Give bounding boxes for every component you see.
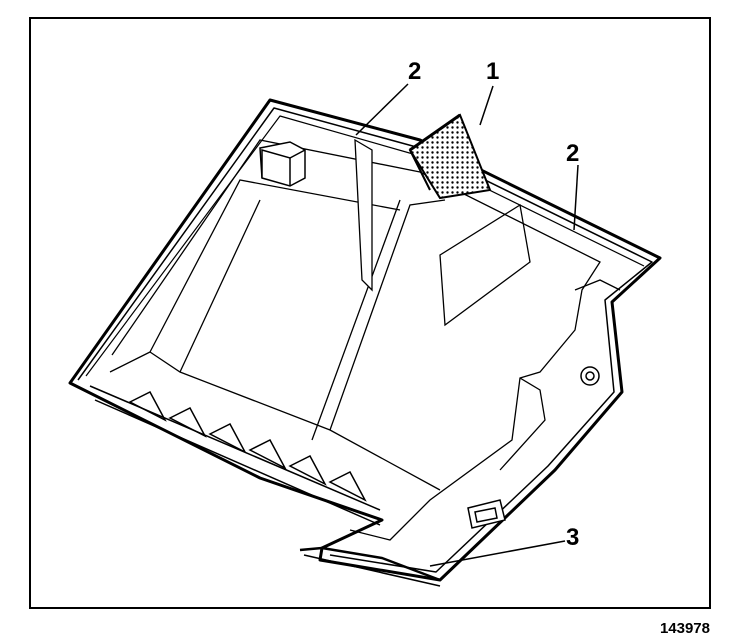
tray-rim bbox=[68, 98, 662, 587]
callout-3: 3 bbox=[566, 524, 580, 551]
figure-number: 143978 bbox=[659, 620, 710, 637]
screw-boss bbox=[580, 366, 600, 386]
seal-strip-left bbox=[354, 138, 373, 292]
mounting-boss bbox=[259, 141, 306, 187]
hinge-clip bbox=[467, 499, 506, 529]
illustration-frame bbox=[29, 17, 711, 609]
tray-interior bbox=[109, 139, 621, 541]
vent-duct bbox=[408, 113, 492, 200]
callout-1: 1 bbox=[486, 58, 500, 85]
ribbed-edge bbox=[89, 385, 381, 526]
leader-lines bbox=[355, 83, 579, 567]
callout-2-left: 2 bbox=[408, 58, 422, 85]
callout-2-right: 2 bbox=[566, 140, 580, 167]
